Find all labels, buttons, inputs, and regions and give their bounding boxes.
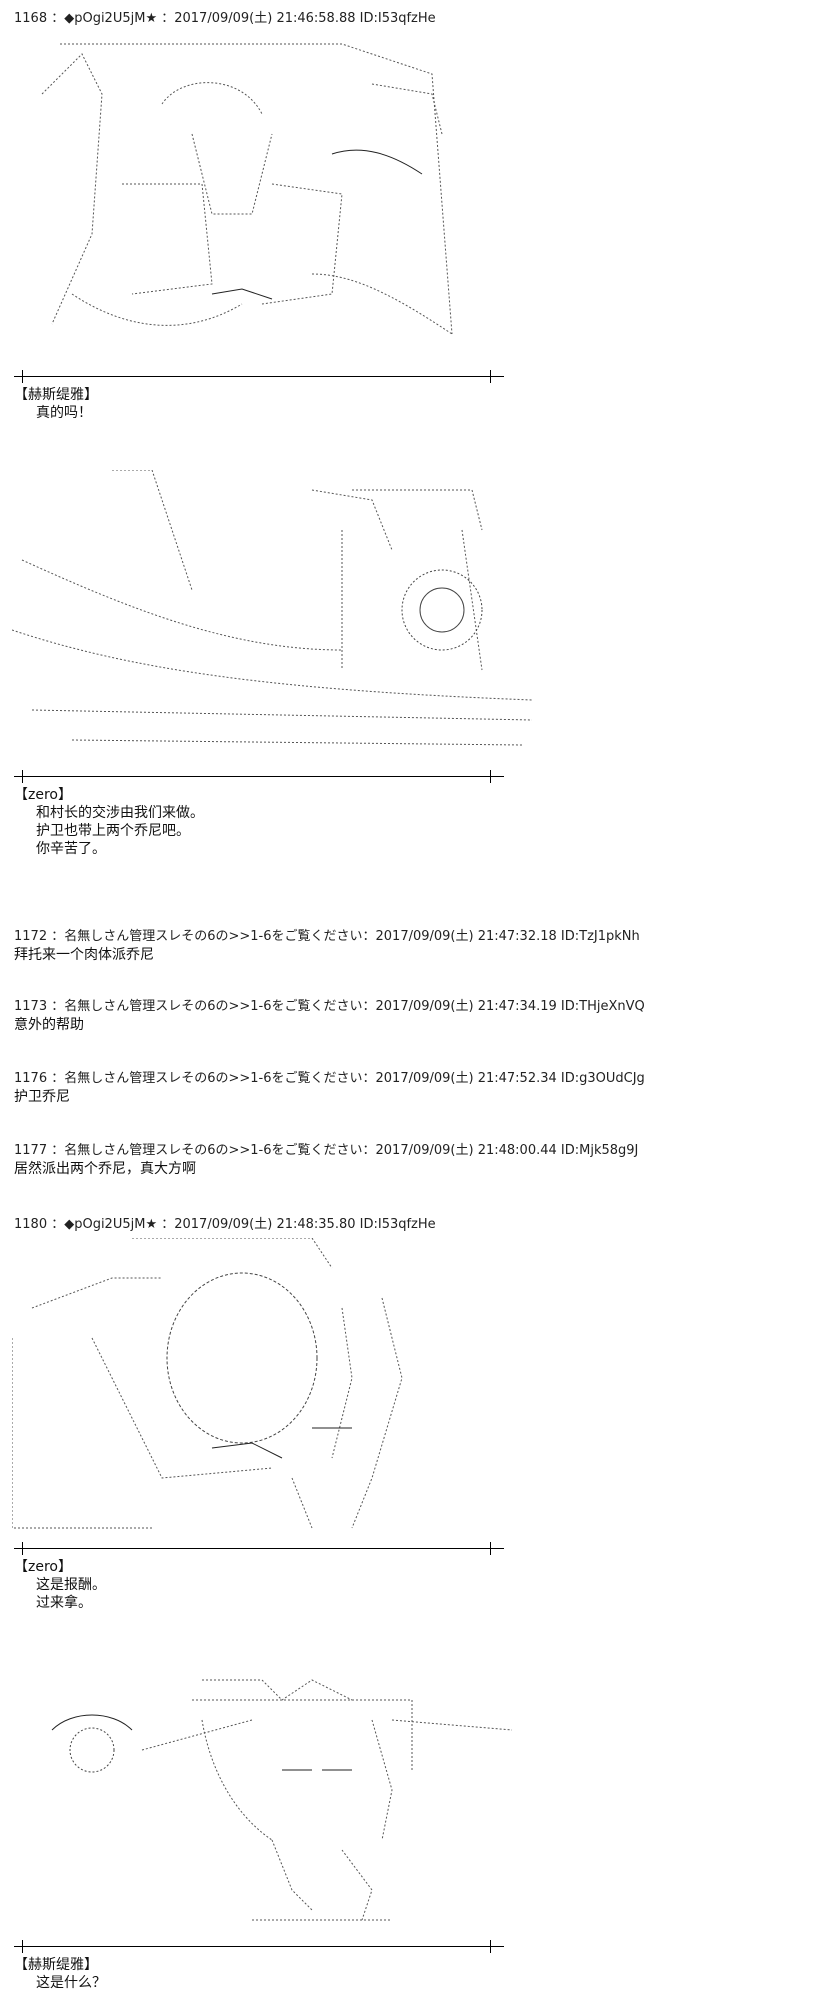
hestia-surprised-art: [12, 34, 512, 364]
divider-tick-right: [490, 1940, 491, 1953]
panel-divider-3: [14, 1542, 504, 1555]
post-header-1177: 1177 ：名無しさん管理スレその6の>>1-6をご覧ください：2017/09/…: [14, 1143, 639, 1158]
dialogue-line: 过来拿。: [36, 1595, 92, 1611]
panel-caption-hestia-1: 【赫斯缇雅】 真的吗！: [14, 386, 98, 422]
dialogue-line: 你辛苦了。: [36, 841, 106, 857]
zero-dragon-art-drawing: [12, 470, 533, 746]
zero-dragon-art: [12, 470, 552, 770]
speaker-name: 【zero】: [14, 1559, 72, 1575]
divider-tick-right: [490, 370, 491, 383]
panel-divider-2: [14, 770, 504, 783]
post-header-1176: 1176 ：名無しさん管理スレその6の>>1-6をご覧ください：2017/09/…: [14, 1071, 645, 1086]
speaker-name: 【zero】: [14, 787, 72, 803]
dialogue-line: 和村长的交涉由我们来做。: [36, 805, 204, 821]
panel-caption-hestia-2: 【赫斯缇雅】 这是什么？: [14, 1956, 106, 1992]
divider-tick-right: [490, 1542, 491, 1555]
panel-caption-zero-2: 【zero】 这是报酬。 过来拿。: [14, 1558, 106, 1612]
hestia-surprised-art-drawing: [41, 43, 453, 335]
hestia-holding-item-art-drawing: [51, 1679, 513, 1921]
dialogue-line: 护卫也带上两个乔尼吧。: [36, 823, 190, 839]
panel-divider-4: [14, 1940, 504, 1953]
post-body-1172: 拜托来一个肉体派乔尼: [14, 947, 154, 963]
panel-caption-zero-1: 【zero】 和村长的交涉由我们来做。 护卫也带上两个乔尼吧。 你辛苦了。: [14, 786, 204, 858]
dialogue-line: 真的吗！: [36, 405, 92, 421]
post-header-1180: 1180 ：◆pOgi2U5jM★ ：2017/09/09(土) 21:48:3…: [14, 1217, 436, 1232]
divider-tick-left: [22, 1940, 23, 1953]
divider-tick-right: [490, 770, 491, 783]
post-body-1176: 护卫乔尼: [14, 1089, 70, 1105]
speaker-name: 【赫斯缇雅】: [14, 1957, 98, 1973]
post-header-1168: 1168 ：◆pOgi2U5jM★ ：2017/09/09(土) 21:46:5…: [14, 11, 436, 26]
dialogue-line: 这是什么？: [36, 1975, 106, 1991]
post-body-1173: 意外的帮助: [14, 1017, 84, 1033]
post-header-1173: 1173 ：名無しさん管理スレその6の>>1-6をご覧ください：2017/09/…: [14, 999, 645, 1014]
dialogue-line: 这是报酬。: [36, 1577, 106, 1593]
zero-reward-art-drawing: [12, 1238, 403, 1529]
hestia-holding-item-art: [12, 1660, 532, 1940]
post-body-1177: 居然派出两个乔尼，真大方啊: [14, 1161, 196, 1177]
panel-divider-1: [14, 370, 504, 383]
speaker-name: 【赫斯缇雅】: [14, 387, 98, 403]
zero-reward-art: [12, 1238, 452, 1538]
divider-tick-left: [22, 770, 23, 783]
divider-tick-left: [22, 1542, 23, 1555]
post-header-1172: 1172 ：名無しさん管理スレその6の>>1-6をご覧ください：2017/09/…: [14, 929, 640, 944]
divider-tick-left: [22, 370, 23, 383]
